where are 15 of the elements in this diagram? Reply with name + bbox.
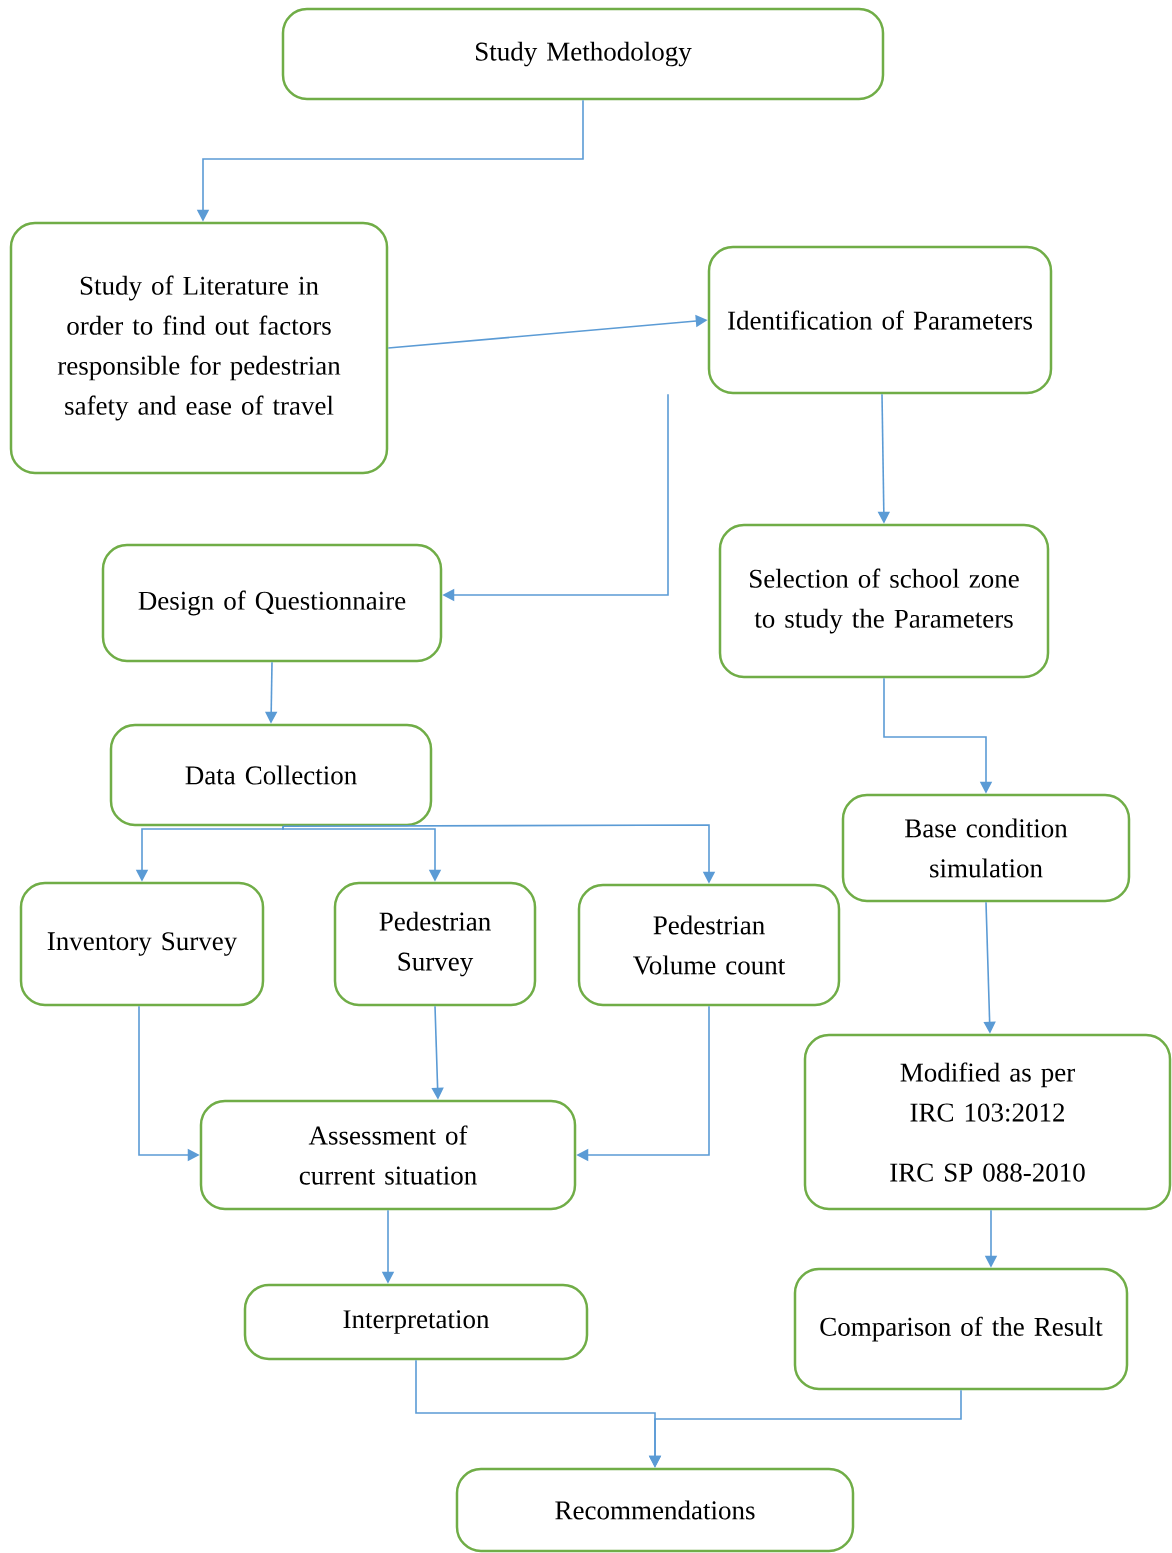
process-box: Identification of Parameters [707,245,1053,395]
process-box: Data Collection [109,723,433,827]
process-box: Modified as per IRC 103:2012 IRC SP 088-2010 [803,1033,1172,1211]
process-box: Base condition simulation [841,793,1131,903]
process-box: Design of Questionnaire [101,543,443,663]
process-box: Interpretation [243,1283,589,1361]
process-box: Comparison of the Result [793,1267,1129,1391]
process-box: Selection of school zone to study the Parameters [718,523,1050,679]
process-box: Recommendations [455,1467,855,1553]
process-box: Study of Literature in order to find out factors responsible for pedestrian safety and ease of travel [9,221,389,475]
process-box: Pedestrian Volume count [577,883,841,1007]
process-box: Study Methodology [281,7,885,101]
process-box: Inventory Survey [19,881,265,1007]
process-box: Pedestrian Survey [333,881,537,1007]
process-box: Assessment of current situation [199,1099,577,1211]
